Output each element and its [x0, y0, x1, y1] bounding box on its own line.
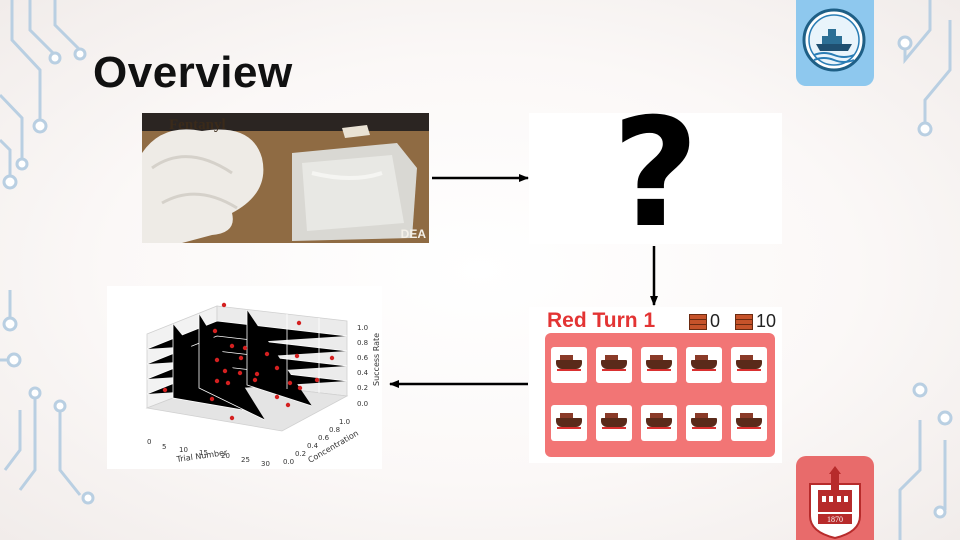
left-counter: 0: [689, 311, 720, 332]
ship-icon: [556, 413, 582, 429]
scatter-point: [285, 402, 291, 408]
game-grid: [545, 333, 775, 457]
x-tick: 25: [241, 456, 250, 464]
z-tick: 1.0: [357, 324, 368, 332]
crate-icon: [689, 313, 707, 330]
scatter-point: [314, 377, 320, 383]
grid-tile[interactable]: [686, 347, 722, 383]
z-tick: 0.8: [357, 339, 368, 347]
ship-icon: [646, 355, 672, 371]
scatter-point: [214, 357, 220, 363]
ship-icon: [691, 413, 717, 429]
scatter-point: [229, 415, 235, 421]
grid-tile[interactable]: [596, 405, 632, 441]
scatter-point: [237, 370, 243, 376]
scatter-point: [252, 377, 258, 383]
slide-title: Overview: [93, 48, 293, 97]
scatter-point: [238, 355, 244, 361]
scatter-3d-svg: 0 5 10 15 20 25 30 0.0 0.2 0.4 0.6 0.8 1…: [145, 302, 381, 468]
ship-icon: [736, 413, 762, 429]
scatter-point: [297, 385, 303, 391]
y-tick: 0.0: [283, 458, 294, 466]
x-tick: 0: [147, 438, 151, 446]
ship-icon: [646, 413, 672, 429]
scatter-point: [242, 345, 248, 351]
scatter-point: [221, 302, 227, 308]
scatter-point: [214, 378, 220, 384]
grid-tile[interactable]: [551, 405, 587, 441]
grid-tile[interactable]: [641, 405, 677, 441]
scatter-point: [294, 353, 300, 359]
ship-icon: [556, 355, 582, 371]
grid-tile[interactable]: [731, 405, 767, 441]
x-tick: 10: [179, 446, 188, 454]
right-counter: 10: [735, 311, 776, 332]
y-tick: 0.6: [318, 434, 330, 442]
z-tick: 0.2: [357, 384, 368, 392]
ship-logo: [796, 0, 874, 86]
y-tick: 0.8: [329, 426, 340, 434]
z-tick: 0.0: [357, 400, 368, 408]
scatter-point: [287, 380, 293, 386]
fentanyl-label: Fentanyl: [169, 117, 226, 133]
grid-tile[interactable]: [641, 347, 677, 383]
y-tick: 0.2: [295, 450, 306, 458]
scatter-point: [254, 371, 260, 377]
turn-header: Red Turn 1: [547, 309, 656, 332]
scatter-3d-plot: 0 5 10 15 20 25 30 0.0 0.2 0.4 0.6 0.8 1…: [107, 286, 382, 469]
scatter-point: [296, 320, 302, 326]
university-logo: 1870: [796, 456, 874, 540]
grid-tile[interactable]: [686, 405, 722, 441]
grid-tile[interactable]: [731, 347, 767, 383]
scatter-point: [212, 328, 218, 334]
z-axis-label: Success Rate: [372, 333, 381, 386]
question-panel: ?: [529, 113, 782, 244]
y-tick: 1.0: [339, 418, 350, 426]
scatter-point: [229, 343, 235, 349]
left-counter-value: 0: [710, 311, 721, 331]
crate-icon: [735, 313, 753, 330]
x-tick: 30: [261, 460, 270, 468]
university-year: 1870: [827, 515, 843, 524]
scatter-point: [329, 355, 335, 361]
grid-tile[interactable]: [551, 347, 587, 383]
x-tick: 20: [221, 452, 230, 460]
scatter-point: [264, 351, 270, 357]
y-tick: 0.4: [307, 442, 319, 450]
fentanyl-photo: Fentanyl DEA: [142, 113, 429, 243]
ship-icon: [691, 355, 717, 371]
z-tick: 0.6: [357, 354, 369, 362]
x-tick: 15: [199, 449, 208, 457]
dea-watermark: DEA: [400, 227, 426, 241]
fentanyl-photo-drawing: [142, 113, 429, 243]
scatter-point: [222, 368, 228, 374]
ship-icon: [601, 413, 627, 429]
scatter-point: [274, 365, 280, 371]
scatter-point: [274, 394, 280, 400]
scatter-point: [162, 387, 168, 393]
right-counter-value: 10: [756, 311, 777, 331]
z-tick: 0.4: [357, 369, 369, 377]
scatter-point: [209, 396, 215, 402]
question-mark: ?: [611, 113, 699, 244]
ship-icon: [736, 355, 762, 371]
ship-icon: [601, 355, 627, 371]
x-tick: 5: [162, 443, 166, 451]
game-board-panel: Red Turn 1 0 10: [529, 307, 782, 463]
scatter-point: [225, 380, 231, 386]
grid-tile[interactable]: [596, 347, 632, 383]
